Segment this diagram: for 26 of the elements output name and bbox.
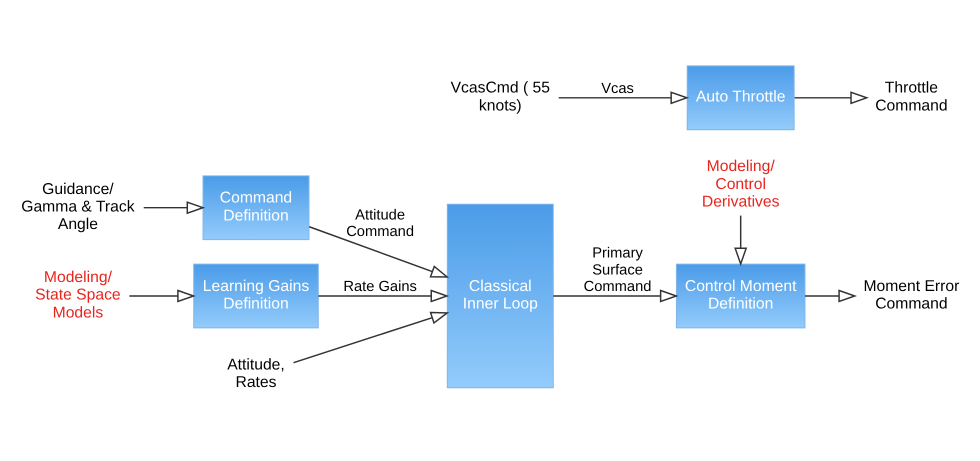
arrow	[794, 90, 869, 104]
node-text: Attitude, Rates	[227, 356, 285, 391]
edge-label: Primary Surface Command	[584, 245, 652, 295]
arrow	[293, 311, 450, 363]
node-text: Moment Error Command	[863, 277, 960, 312]
arrow	[804, 288, 857, 302]
arrow	[734, 215, 748, 266]
node-text: Modeling/ Control Derivatives	[702, 158, 780, 210]
node-box: Auto Throttle	[686, 64, 795, 130]
node-text: Guidance/ Gamma & Track Angle	[21, 180, 135, 233]
arrow	[558, 90, 690, 104]
arrow	[129, 288, 196, 302]
arrow	[318, 288, 450, 302]
node-box: Learning Gains Definition	[193, 263, 319, 328]
node-text: Modeling/ State Space Models	[35, 268, 121, 321]
edge-label: Rate Gains	[343, 278, 417, 295]
node-box: Control Moment Definition	[676, 263, 806, 328]
edge-label: Vcas	[601, 80, 634, 96]
node-box: Command Definition	[202, 174, 310, 240]
arrow	[144, 200, 206, 214]
arrow	[309, 226, 450, 278]
edge-label: Attitude Command	[346, 206, 414, 240]
arrow	[553, 288, 679, 302]
node-box: Classical Inner Loop	[446, 203, 554, 388]
node-text: VcasCmd ( 55 knots)	[450, 79, 550, 114]
node-text: Throttle Command	[875, 79, 948, 114]
